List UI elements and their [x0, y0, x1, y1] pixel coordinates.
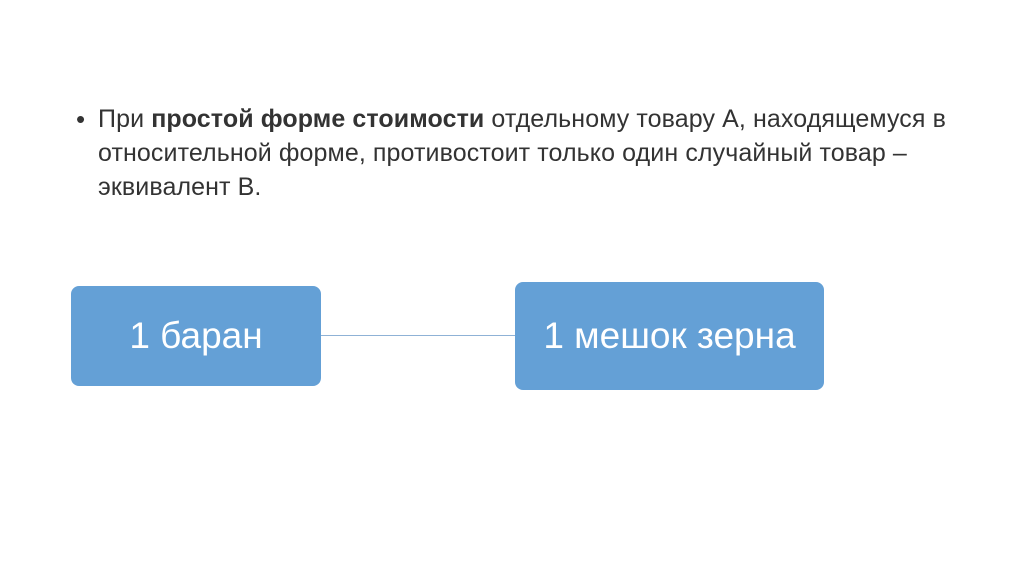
bullet-dot-icon: •	[76, 104, 86, 134]
left-box-sheep: 1 баран	[71, 286, 321, 386]
bullet-text-suffix: отдельному товару А, находящемуся в отно…	[98, 105, 946, 201]
right-box-label: 1 мешок зерна	[543, 315, 796, 356]
bullet-text-bold: простой форме стоимости	[151, 105, 485, 133]
bullet-text: При простой форме стоимости отдельному т…	[98, 102, 956, 204]
bullet-text-prefix: При	[98, 105, 152, 133]
left-box-label: 1 баран	[129, 315, 263, 356]
right-box-grain: 1 мешок зерна	[515, 282, 824, 390]
connector-line	[321, 335, 515, 336]
bullet-point: • При простой форме стоимости отдельному…	[76, 102, 956, 204]
